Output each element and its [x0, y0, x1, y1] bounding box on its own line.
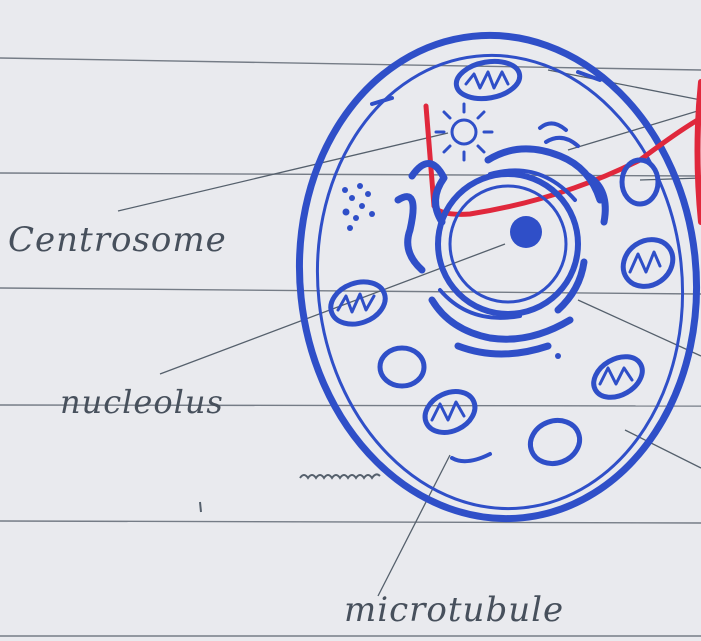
vesicle: [622, 160, 658, 204]
microtubule-squiggle: [300, 474, 380, 478]
cell-membrane: [276, 16, 701, 539]
ruled-line: [0, 173, 701, 176]
vesicle: [524, 414, 585, 471]
vesicle: [380, 348, 424, 386]
pointer-line-right-5: [640, 178, 701, 180]
label-centrosome: Centrosome: [8, 220, 227, 260]
mitochondrion: [418, 384, 481, 440]
label-microtubule: microtubule: [344, 590, 564, 630]
pointer-lines: [118, 70, 701, 596]
mitochondrion: [325, 275, 391, 332]
golgi-bits: [540, 123, 578, 146]
label-nucleolus: nucleolus: [60, 383, 224, 421]
ruled-line: [0, 521, 701, 523]
red-edge-mark: [698, 82, 701, 222]
mitochondrion: [586, 348, 649, 405]
mitochondrion: [614, 230, 682, 296]
cell-outer-membrane: [276, 16, 701, 539]
pencil-mark: [200, 502, 201, 512]
endoplasmic-reticulum: [398, 149, 605, 354]
centrosome: [436, 104, 492, 160]
nucleus: [438, 170, 578, 317]
mitochondrion: [453, 57, 522, 104]
mitochondria: [325, 57, 682, 440]
ruled-line: [0, 288, 701, 294]
ribosomes: [342, 183, 561, 359]
nucleolus: [510, 216, 542, 248]
